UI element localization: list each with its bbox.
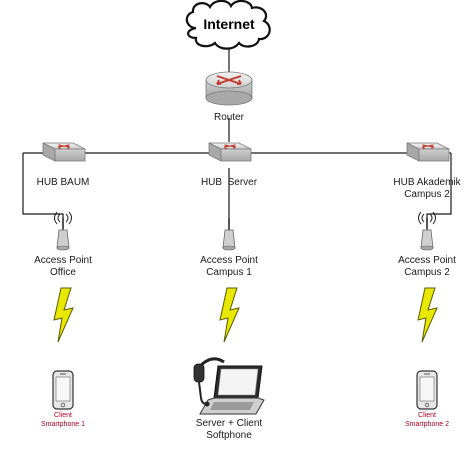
access-point-campus1-label: Access Point Campus 1 <box>184 255 274 278</box>
hub-akademik-label-line1: HUB Akademik <box>393 177 461 188</box>
access-point-campus2-icon <box>418 211 436 251</box>
access-point-office-label-line1: Access Point <box>34 255 92 266</box>
wireless-link-left-icon <box>53 287 74 343</box>
smartphone-2-icon <box>416 370 438 410</box>
router-label: Router <box>213 112 244 123</box>
client-smartphone-2-label: Client Smartphone 2 <box>387 412 467 430</box>
client-smartphone-1-label: Client Smartphone 1 <box>23 412 103 430</box>
internet-cloud-icon <box>185 0 271 50</box>
hub-akademik-icon <box>406 142 450 162</box>
hub-baum-label: HUB BAUM <box>36 177 90 188</box>
wireless-link-center-icon <box>219 287 240 343</box>
server-client-softphone-label-line2: Softphone <box>206 429 252 441</box>
client-smartphone-2-label-line2: Smartphone 2 <box>405 420 449 428</box>
access-point-campus1-label-line2: Campus 1 <box>206 266 252 278</box>
access-point-office-label-line2: Office <box>50 266 76 278</box>
access-point-office-icon <box>54 211 72 251</box>
access-point-campus2-label: Access Point Campus 2 <box>382 255 472 278</box>
smartphone-1-icon <box>52 370 74 410</box>
internet-label: Internet <box>203 16 255 32</box>
server-client-softphone-label: Server + Client Softphone <box>174 418 284 441</box>
access-point-campus1-icon <box>222 218 236 251</box>
server-client-softphone-label-line1: Server + Client <box>195 418 263 429</box>
router-icon <box>205 71 253 106</box>
access-point-campus2-label-line1: Access Point <box>398 255 456 266</box>
headset-icon <box>193 357 225 407</box>
client-smartphone-2-label-line1: Client <box>418 412 436 419</box>
hub-server-label: HUB Server <box>200 177 258 188</box>
wireless-link-right-icon <box>417 287 438 343</box>
access-point-campus1-label-line1: Access Point <box>200 255 258 266</box>
hub-akademik-label: HUB Akademik Campus 2 <box>377 177 474 200</box>
client-smartphone-1-label-line1: Client <box>54 412 72 419</box>
hub-server-icon <box>208 142 252 162</box>
access-point-office-label: Access Point Office <box>18 255 108 278</box>
client-smartphone-1-label-line2: Smartphone 1 <box>41 420 85 428</box>
hub-akademik-label-line2: Campus 2 <box>404 188 450 200</box>
link-hub-baum-ap <box>22 153 64 228</box>
laptop-icon <box>199 365 265 415</box>
hub-baum-icon <box>42 142 86 162</box>
access-point-campus2-label-line2: Campus 2 <box>404 266 450 278</box>
